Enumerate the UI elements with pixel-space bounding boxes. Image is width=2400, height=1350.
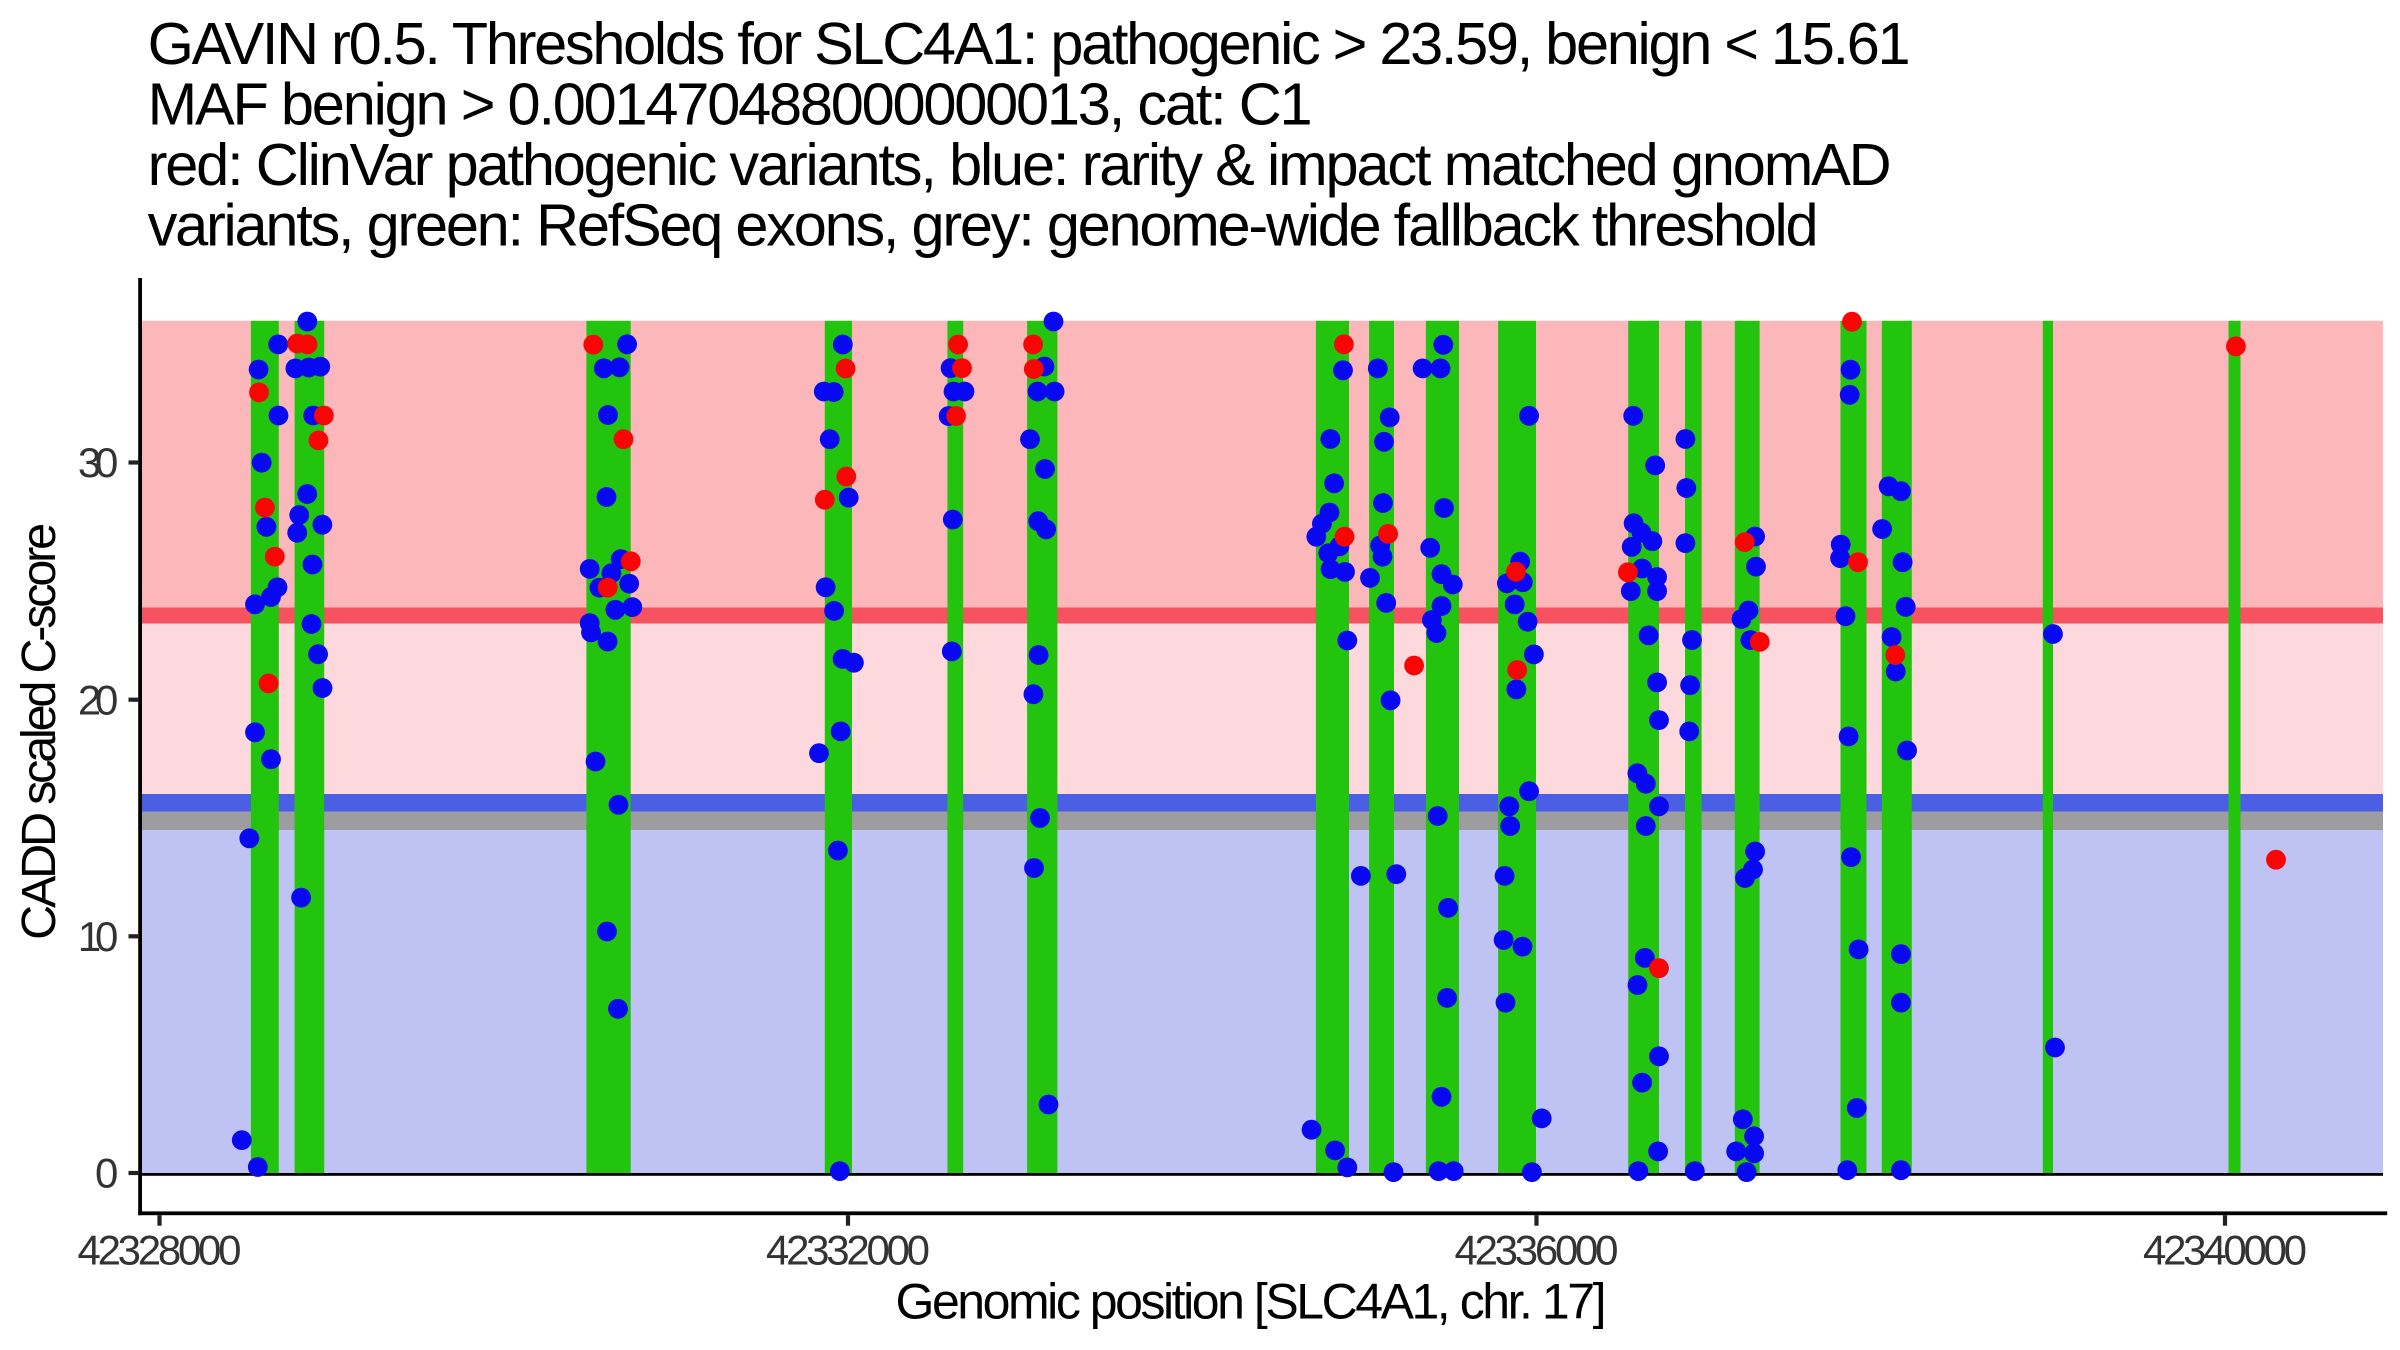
svg-text:10: 10 [78,913,118,960]
svg-text:0: 0 [95,1150,118,1197]
svg-text:red: ClinVar pathogenic varian: red: ClinVar pathogenic variants, blue: … [148,131,1892,198]
svg-text:42328000: 42328000 [78,1226,242,1273]
svg-text:CADD scaled C-score: CADD scaled C-score [12,523,66,940]
svg-text:Genomic position [SLC4A1, chr.: Genomic position [SLC4A1, chr. 17] [896,1274,1607,1330]
svg-text:42336000: 42336000 [1455,1226,1619,1273]
svg-text:30: 30 [78,439,118,486]
svg-text:42340000: 42340000 [2143,1226,2307,1273]
svg-text:20: 20 [78,676,118,723]
svg-text:42332000: 42332000 [766,1226,930,1273]
svg-text:MAF benign > 0.001470488000000: MAF benign > 0.001470488000000013, cat: … [148,71,1313,138]
svg-text:variants, green: RefSeq exons,: variants, green: RefSeq exons, grey: gen… [148,191,1819,258]
svg-text:GAVIN r0.5. Thresholds for SLC: GAVIN r0.5. Thresholds for SLC4A1: patho… [148,10,1911,77]
